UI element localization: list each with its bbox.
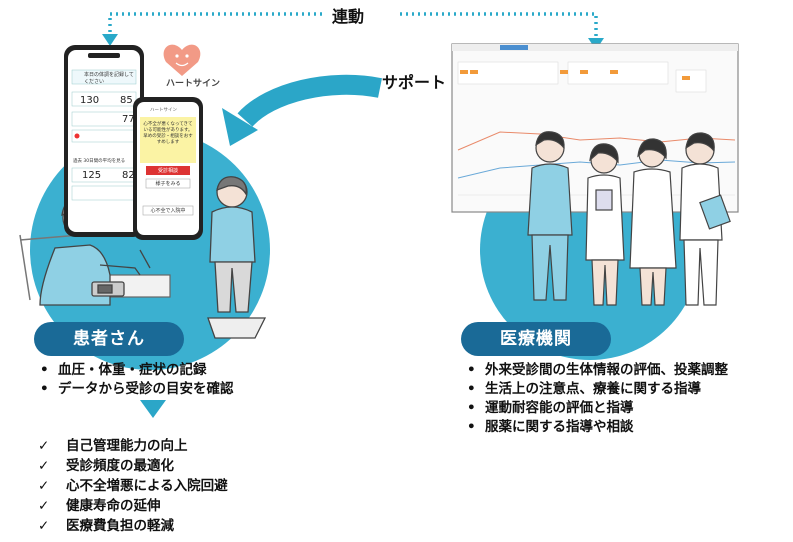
institution-activity-item: 運動耐容能の評価と指導 — [461, 399, 728, 418]
phone2-alert-message: 心不全が悪くなってきている可能性があります。早めの受診・相談をおすすめします — [143, 122, 193, 145]
patient-activity-item: 血圧・体重・症状の記録 — [34, 361, 234, 380]
support-arrowhead — [222, 108, 258, 146]
phone1-avg-diastolic: 82 — [122, 170, 135, 181]
phone-alert-screen — [133, 97, 203, 240]
brand-name: ハートサイン — [166, 79, 221, 89]
patient-activity-list: 血圧・体重・症状の記録 データから受診の目安を確認 — [34, 361, 234, 399]
support-curved-arrow — [237, 74, 382, 128]
phone1-prompt: 本日の体調を記録してください — [84, 72, 134, 85]
institution-title: 医療機関 — [461, 322, 611, 356]
phone2-hospital-button[interactable]: 心不全で入院中 — [150, 208, 186, 214]
phone2-header: ハートサイン — [150, 108, 177, 113]
phone1-avg-systolic: 125 — [82, 170, 102, 181]
patient-activity-item: データから受診の目安を確認 — [34, 380, 234, 399]
institution-activity-item: 生活上の注意点、療養に関する指導 — [461, 380, 728, 399]
patient-title: 患者さん — [34, 322, 184, 356]
patient-benefit-item: 医療費負担の軽減 — [34, 516, 228, 536]
down-arrow — [140, 400, 166, 418]
patient-benefit-item: 心不全増悪による入院回避 — [34, 476, 228, 496]
institution-activity-list: 外来受診間の生体情報の評価、投薬調整 生活上の注意点、療養に関する指導 運動耐容… — [461, 361, 728, 437]
institution-activity-item: 外来受診間の生体情報の評価、投薬調整 — [461, 361, 728, 380]
phone2-wait-button[interactable]: 様子をみる — [155, 181, 181, 187]
phone1-bp-diastolic: 85 — [120, 95, 133, 106]
patient-benefit-item: 受診頻度の最適化 — [34, 456, 228, 476]
standing-patient-figure — [207, 176, 267, 339]
institution-activity-item: 服薬に関する指導や相談 — [461, 418, 728, 437]
link-arrowhead-left — [102, 34, 118, 46]
heart-sign-logo — [163, 44, 201, 76]
phone1-bp-systolic: 130 — [80, 95, 100, 106]
phone-record-screen — [64, 45, 144, 237]
medical-staff-figures — [527, 131, 731, 306]
support-label: サポート — [382, 73, 447, 92]
patient-benefit-list: 自己管理能力の向上 受診頻度の最適化 心不全増悪による入院回避 健康寿命の延伸 … — [34, 436, 228, 536]
patient-benefit-item: 健康寿命の延伸 — [34, 496, 228, 516]
link-label: 連動 — [332, 7, 365, 26]
patient-benefit-item: 自己管理能力の向上 — [34, 436, 228, 456]
link-dotted-arrow — [108, 12, 598, 40]
phone2-consult-button[interactable]: 受診相談 — [157, 168, 178, 174]
phone1-summary-title: 過去 30日間の平均を見る — [73, 159, 126, 164]
phone1-weight: 77 — [122, 114, 135, 125]
